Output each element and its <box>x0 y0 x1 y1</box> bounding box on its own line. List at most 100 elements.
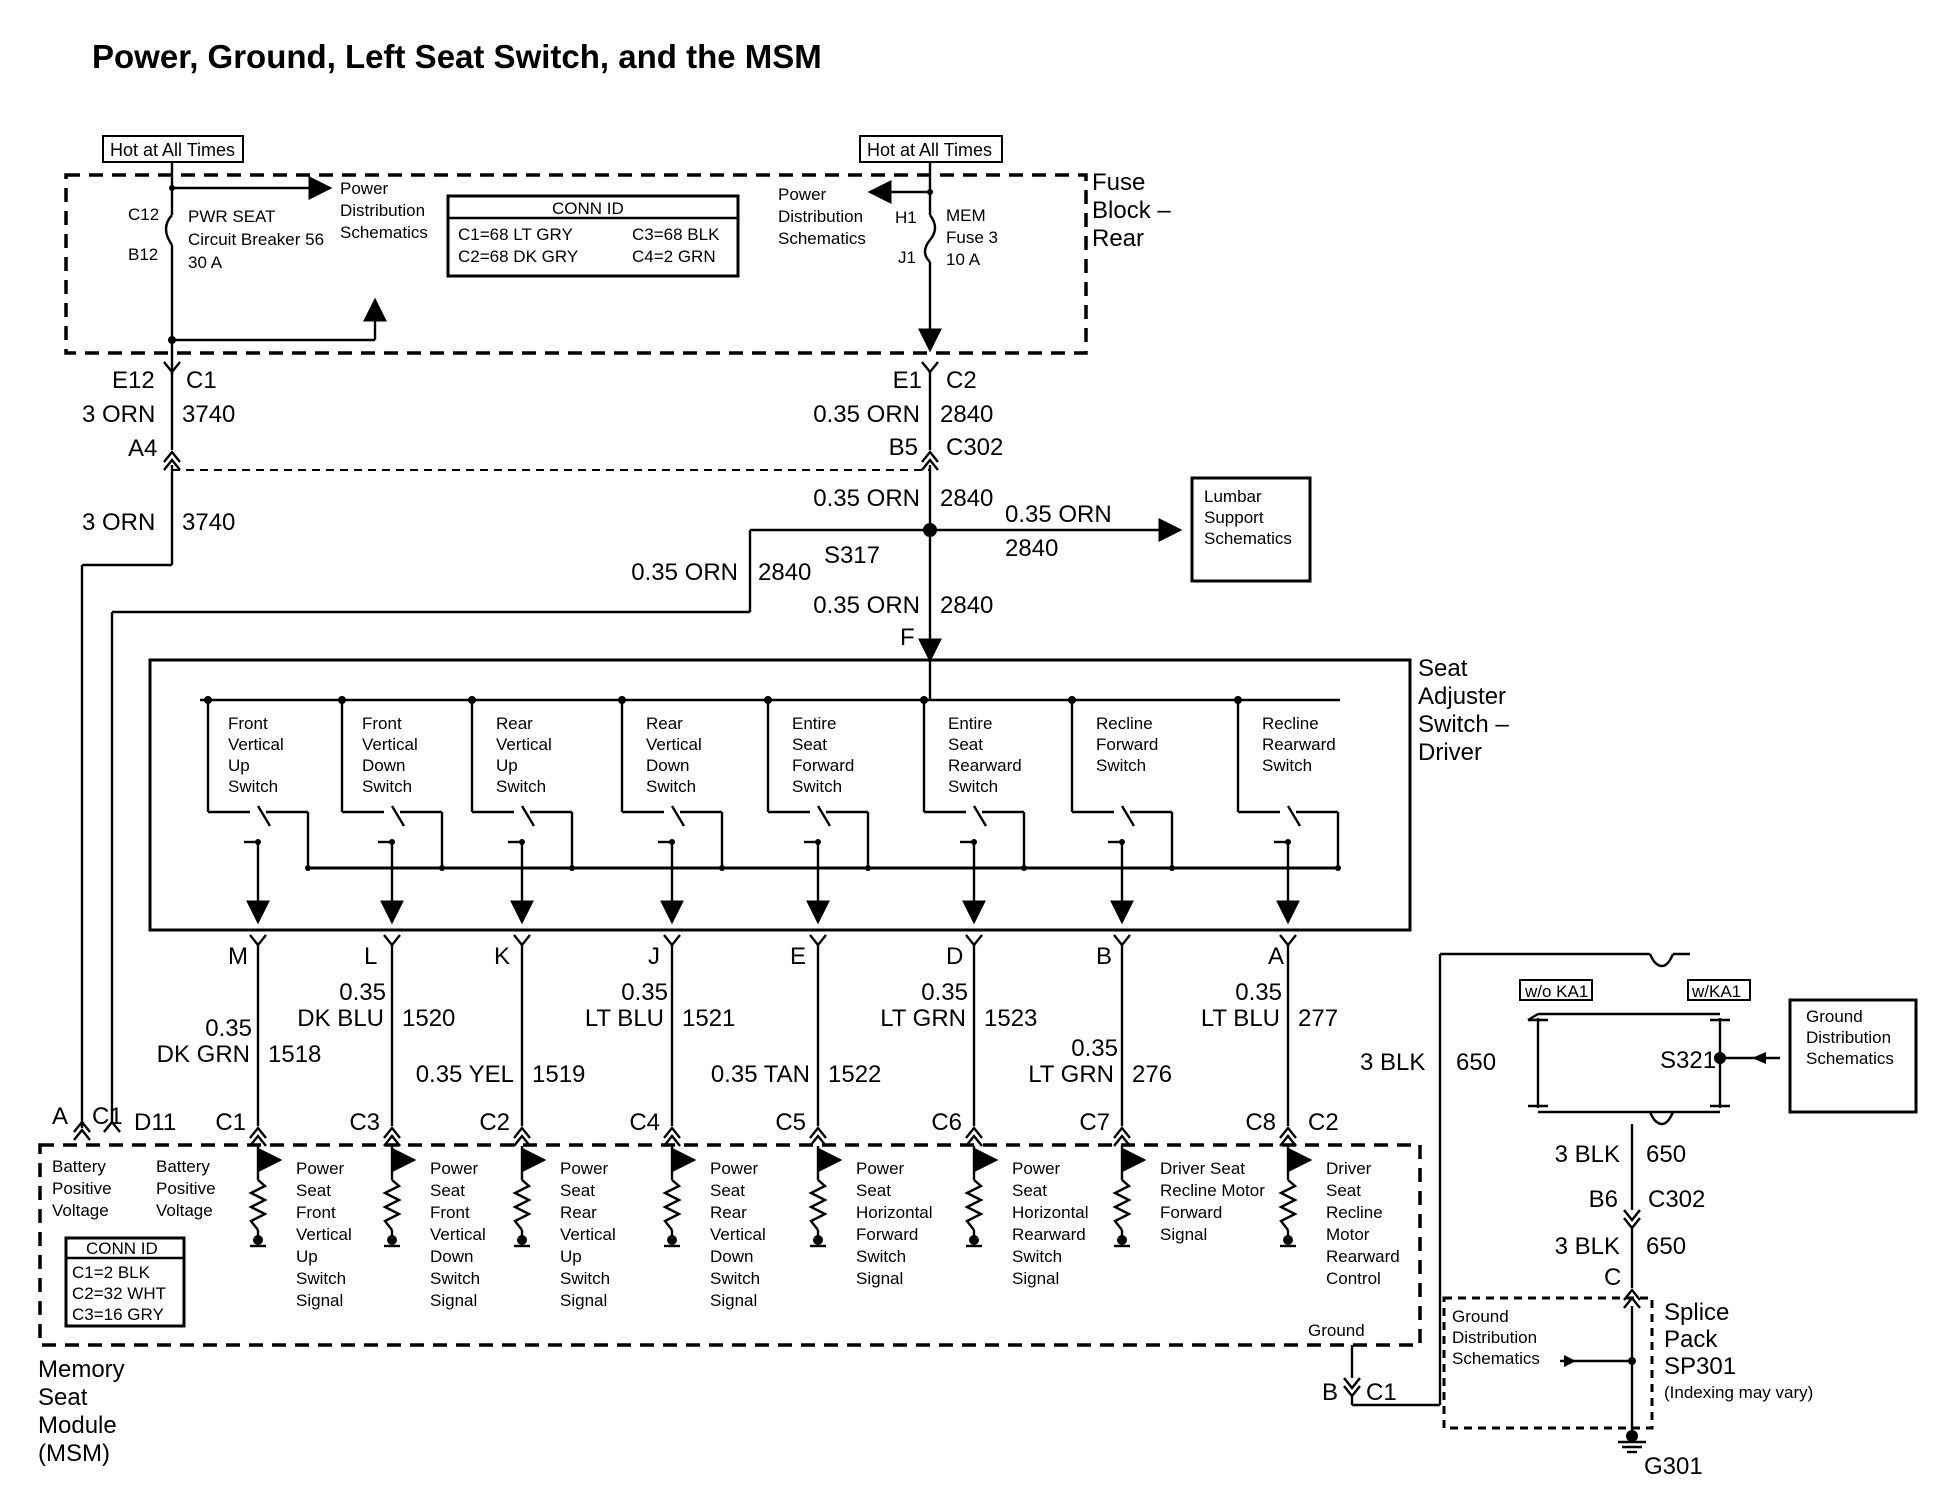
svg-text:C4=2 GRN: C4=2 GRN <box>632 247 716 266</box>
svg-text:Schematics: Schematics <box>778 229 866 248</box>
msm-input-label: Horizontal <box>1012 1203 1089 1222</box>
svg-text:G301: G301 <box>1644 1453 1703 1480</box>
svg-text:3 BLK: 3 BLK <box>1555 1141 1620 1168</box>
svg-text:Rear: Rear <box>1092 225 1144 252</box>
switch-label: Switch <box>792 777 842 796</box>
switch-pin: D <box>946 943 963 970</box>
wire-circuit: 277 <box>1298 1005 1338 1032</box>
svg-text:2840: 2840 <box>940 592 993 619</box>
msm-pin: C4 <box>629 1109 660 1136</box>
svg-text:C1=68 LT GRY: C1=68 LT GRY <box>458 225 573 244</box>
svg-text:Distribution: Distribution <box>778 207 863 226</box>
msm-input-label: Signal <box>856 1269 903 1288</box>
msm-input-label: Forward <box>856 1225 918 1244</box>
svg-text:CONN ID: CONN ID <box>552 199 624 218</box>
svg-text:Schematics: Schematics <box>1204 529 1292 548</box>
svg-text:C1: C1 <box>1366 1379 1397 1406</box>
msm-input-label: Recline Motor <box>1160 1181 1265 1200</box>
switch-label: Front <box>228 714 268 733</box>
svg-text:0.35 ORN: 0.35 ORN <box>813 485 920 512</box>
mem-fuse: H1 J1 MEM Fuse 3 10 A <box>867 162 998 353</box>
msm-input-label: Power <box>560 1159 609 1178</box>
fuse-block-rear-label: Fuse Block – Rear <box>1092 169 1171 252</box>
power-distribution-ref-left: Power Distribution Schematics <box>340 179 428 242</box>
ground-wire-650: 3 BLK 650 B6 C302 3 BLK 650 C <box>1555 1124 1705 1432</box>
svg-text:C3=16 GRY: C3=16 GRY <box>72 1305 164 1324</box>
msm-input-label: Signal <box>296 1291 343 1310</box>
svg-text:C1: C1 <box>186 367 217 394</box>
svg-text:(Indexing may vary): (Indexing may vary) <box>1664 1383 1813 1402</box>
svg-text:w/KA1: w/KA1 <box>1691 982 1741 1001</box>
wire-color: LT GRN <box>1028 1061 1114 1088</box>
msm-input-label: Switch <box>560 1269 610 1288</box>
svg-text:Seat: Seat <box>38 1384 88 1411</box>
wire-gauge: 0.35 <box>339 979 386 1006</box>
svg-text:Power: Power <box>340 179 389 198</box>
splice-pack-outline <box>1442 1296 1654 1430</box>
msm-input-label: Power <box>296 1159 345 1178</box>
msm-pin: C5 <box>775 1109 806 1136</box>
msm-conn-id-table: CONN ID C1=2 BLK C2=32 WHT C3=16 GRY <box>64 1236 186 1328</box>
msm-ground-circuit: Ground B C1 3 BLK 650 <box>1308 952 1690 1407</box>
msm-input-label: Front <box>296 1203 336 1222</box>
svg-text:C302: C302 <box>1648 1186 1705 1213</box>
svg-text:F: F <box>900 624 915 651</box>
switch-label: Vertical <box>646 735 702 754</box>
msm-input-label: Seat <box>1326 1181 1361 1200</box>
svg-text:CONN ID: CONN ID <box>86 1239 158 1258</box>
svg-text:0.35 ORN: 0.35 ORN <box>631 559 738 586</box>
switch-label: Seat <box>792 735 827 754</box>
msm-input-label: Control <box>1326 1269 1381 1288</box>
svg-text:H1: H1 <box>895 208 917 227</box>
msm-input-label: Driver <box>1326 1159 1372 1178</box>
msm-input-label: Switch <box>430 1269 480 1288</box>
hot-at-all-times-left: Hot at All Times <box>102 135 244 163</box>
svg-text:C1: C1 <box>92 1103 123 1130</box>
svg-text:3 BLK: 3 BLK <box>1360 1049 1425 1076</box>
svg-text:0.35 ORN: 0.35 ORN <box>1005 501 1112 528</box>
msm-input-label: Switch <box>856 1247 906 1266</box>
msm-battery-voltage-labels: Battery Positive Voltage Battery Positiv… <box>52 1157 216 1220</box>
msm-input-label: Signal <box>1160 1225 1207 1244</box>
msm-input-label: Vertical <box>296 1225 352 1244</box>
svg-text:A4: A4 <box>128 435 157 462</box>
svg-text:Hot at All Times: Hot at All Times <box>110 140 235 160</box>
msm-pin: C8 <box>1245 1109 1276 1136</box>
wire-circuit: 1519 <box>532 1061 585 1088</box>
svg-text:3 BLK: 3 BLK <box>1555 1233 1620 1260</box>
switch-label: Vertical <box>228 735 284 754</box>
svg-text:30 A: 30 A <box>188 253 223 272</box>
switch-label: Entire <box>792 714 836 733</box>
svg-text:0.35 ORN: 0.35 ORN <box>813 592 920 619</box>
svg-text:Switch –: Switch – <box>1418 711 1509 738</box>
msm-input-label: Forward <box>1160 1203 1222 1222</box>
svg-text:Battery: Battery <box>156 1157 210 1176</box>
switch-label: Rearward <box>948 756 1022 775</box>
msm-input-label: Up <box>296 1247 318 1266</box>
msm-input-label: Rear <box>560 1203 597 1222</box>
svg-text:(MSM): (MSM) <box>38 1440 110 1467</box>
svg-text:w/o KA1: w/o KA1 <box>1524 982 1588 1001</box>
wire-gauge: 0.35 <box>621 979 668 1006</box>
switch-label: Switch <box>1096 756 1146 775</box>
switch-label: Forward <box>1096 735 1158 754</box>
svg-text:D11: D11 <box>134 1109 176 1136</box>
msm-input-label: Rearward <box>1012 1225 1086 1244</box>
svg-text:Power: Power <box>778 185 827 204</box>
msm-pin: C6 <box>931 1109 962 1136</box>
switch-pin: L <box>364 943 377 970</box>
wire-circuit: 1521 <box>682 1005 735 1032</box>
msm-pin: C7 <box>1079 1109 1110 1136</box>
svg-text:Battery: Battery <box>52 1157 106 1176</box>
wire-color: LT BLU <box>1201 1005 1280 1032</box>
